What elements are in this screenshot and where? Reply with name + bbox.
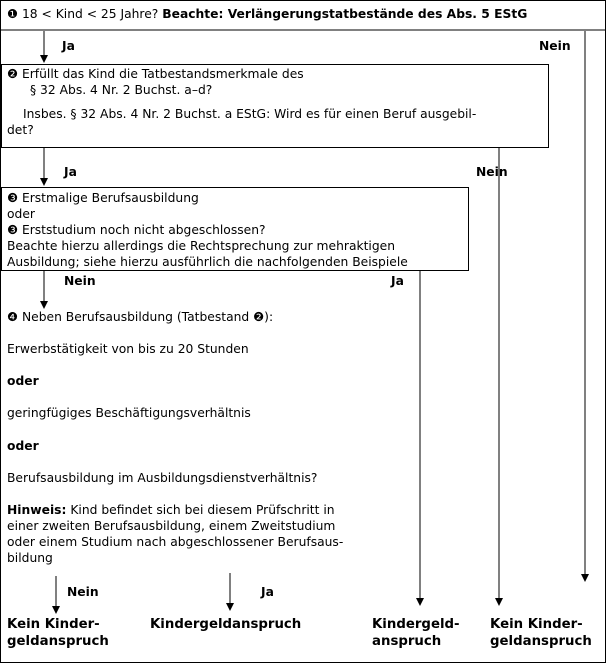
step4-title-text: Neben Berufsausbildung (Tatbestand ❷):	[21, 310, 274, 324]
step3-box	[1, 187, 469, 271]
step3-marker-1: ❸	[7, 191, 19, 205]
step4-nein-label: Nein	[67, 585, 99, 599]
step3-line4: Ausbildung; siehe hierzu ausführlich die…	[7, 255, 408, 269]
step4-hint-label: Hinweis:	[7, 503, 67, 517]
step4-option-2: geringfügiges Beschäftigungsverhältnis	[7, 406, 251, 420]
step1-nein-label: Nein	[539, 39, 571, 53]
outcome-1-line1: Kein Kinder-	[7, 617, 100, 632]
step2-marker: ❷	[7, 67, 19, 81]
step1-note: Beachte: Verlängerungstatbestände des Ab…	[162, 7, 528, 21]
step1-text: 18 < Kind < 25 Jahre?	[21, 7, 159, 21]
step1-marker: ❶	[7, 7, 19, 21]
step2-line1: ❷ Erfüllt das Kind die Tatbestandsmerkma…	[7, 66, 304, 82]
step2-line3: Insbes. § 32 Abs. 4 Nr. 2 Buchst. a EStG…	[23, 107, 477, 121]
step4-option-3: Berufsausbildung im Ausbildungsdienstver…	[7, 471, 318, 485]
outcome-1-line2: geldanspruch	[7, 634, 109, 649]
step3-line2: ❸ Erststudium noch nicht abgeschlossen?	[7, 222, 266, 238]
step1-question: ❶ 18 < Kind < 25 Jahre? Beachte: Verläng…	[7, 6, 527, 22]
step3-or: oder	[7, 207, 35, 221]
step3-line3: Beachte hierzu allerdings die Rechtsprec…	[7, 239, 395, 253]
step3-ja-label: Ja	[391, 274, 404, 288]
outcome-4-line1: Kein Kinder-	[490, 617, 583, 632]
step2-ja-label: Ja	[64, 165, 77, 179]
step4-hint-line2: einer zweiten Berufsausbildung, einem Zw…	[7, 519, 336, 533]
step4-title: ❹ Neben Berufsausbildung (Tatbestand ❷):	[7, 309, 273, 325]
step2-box	[1, 64, 549, 148]
step3-nein-label: Nein	[64, 274, 96, 288]
step3-line1-text: Erstmalige Berufsausbildung	[21, 191, 199, 205]
step4-marker: ❹	[7, 310, 19, 324]
outcome-3-line2: anspruch	[372, 634, 442, 649]
step4-ja-label: Ja	[261, 585, 274, 599]
step1-ja-label: Ja	[62, 39, 75, 53]
step4-or-1: oder	[7, 374, 39, 388]
outcome-4-line2: geldanspruch	[490, 634, 592, 649]
step4-hint-text1: Kind befindet sich bei diesem Prüfschrit…	[70, 503, 335, 517]
step3-line1: ❸ Erstmalige Berufsausbildung	[7, 190, 199, 206]
step2-line1-text: Erfüllt das Kind die Tatbestandsmerkmale…	[21, 67, 304, 81]
step2-line4: det?	[7, 123, 34, 137]
step4-hint-line3: oder einem Studium nach abgeschlossener …	[7, 535, 344, 549]
step4-hint-line1: Hinweis: Kind befindet sich bei diesem P…	[7, 502, 335, 518]
step3-marker-2: ❸	[7, 223, 19, 237]
step2-nein-label: Nein	[476, 165, 508, 179]
step4-or-2: oder	[7, 439, 39, 453]
step2-line2: § 32 Abs. 4 Nr. 2 Buchst. a–d?	[30, 83, 213, 97]
outcome-3-line1: Kindergeld-	[372, 617, 460, 632]
outcome-2: Kindergeldanspruch	[150, 617, 302, 632]
step4-option-1: Erwerbstätigkeit von bis zu 20 Stunden	[7, 342, 249, 356]
step3-line2-text: Erststudium noch nicht abgeschlossen?	[21, 223, 266, 237]
step4-hint-line4: bildung	[7, 551, 53, 565]
